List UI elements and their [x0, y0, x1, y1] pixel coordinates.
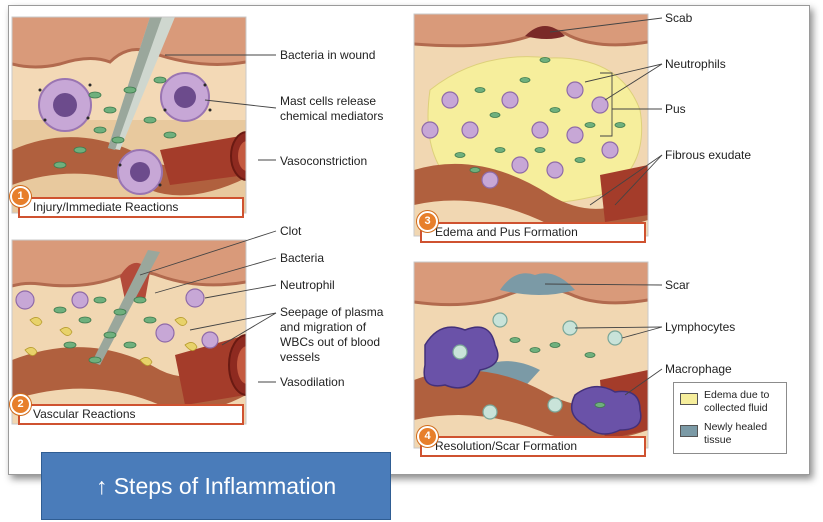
label-seepage-3: WBCs out of blood — [280, 335, 381, 349]
panel-4-caption: Resolution/Scar Formation — [420, 436, 646, 457]
label-clot: Clot — [280, 224, 302, 238]
legend-edema-2: collected fluid — [704, 402, 768, 414]
steps-banner: ↑ Steps of Inflammation — [41, 452, 391, 520]
label-scar: Scar — [665, 278, 690, 292]
legend-swatch-healed — [680, 425, 698, 437]
legend-healed-2: tissue — [704, 434, 732, 446]
label-mast-cells-2: chemical mediators — [280, 109, 384, 123]
label-mast-cells-1: Mast cells release — [280, 94, 377, 108]
panel-3-caption: Edema and Pus Formation — [420, 222, 646, 243]
panel-4-art — [414, 262, 648, 448]
step-2-badge: 2 — [10, 394, 31, 415]
label-neutrophil: Neutrophil — [280, 278, 335, 292]
label-fibrous-exudate: Fibrous exudate — [665, 148, 752, 162]
panel-1-caption: Injury/Immediate Reactions — [18, 197, 244, 218]
label-macrophage: Macrophage — [665, 362, 732, 376]
label-seepage-4: vessels — [280, 350, 321, 364]
label-vasoconstriction: Vasoconstriction — [280, 154, 368, 168]
leader-lines — [139, 17, 663, 396]
legend-swatch-edema — [680, 393, 698, 405]
panel-2-art — [12, 240, 246, 424]
label-neutrophils: Neutrophils — [665, 57, 726, 71]
legend-healed-1: Newly healed — [704, 421, 768, 433]
step-4-badge: 4 — [417, 426, 438, 447]
label-vasodilation: Vasodilation — [280, 375, 345, 389]
panel-3-art — [414, 14, 648, 236]
label-bacteria-in-wound: Bacteria in wound — [280, 48, 376, 62]
panel-1-art — [12, 17, 246, 213]
label-pus: Pus — [665, 102, 686, 116]
legend: Edema due to collected fluid Newly heale… — [673, 382, 787, 454]
panel-2-caption: Vascular Reactions — [18, 404, 244, 425]
legend-edema-1: Edema due to — [704, 389, 770, 401]
label-scab: Scab — [665, 11, 693, 25]
step-1-badge: 1 — [10, 186, 31, 207]
label-bacteria: Bacteria — [280, 251, 325, 265]
step-3-badge: 3 — [417, 211, 438, 232]
label-seepage-2: and migration of — [280, 320, 367, 334]
label-lymphocytes: Lymphocytes — [665, 320, 736, 334]
label-seepage-1: Seepage of plasma — [280, 305, 384, 319]
